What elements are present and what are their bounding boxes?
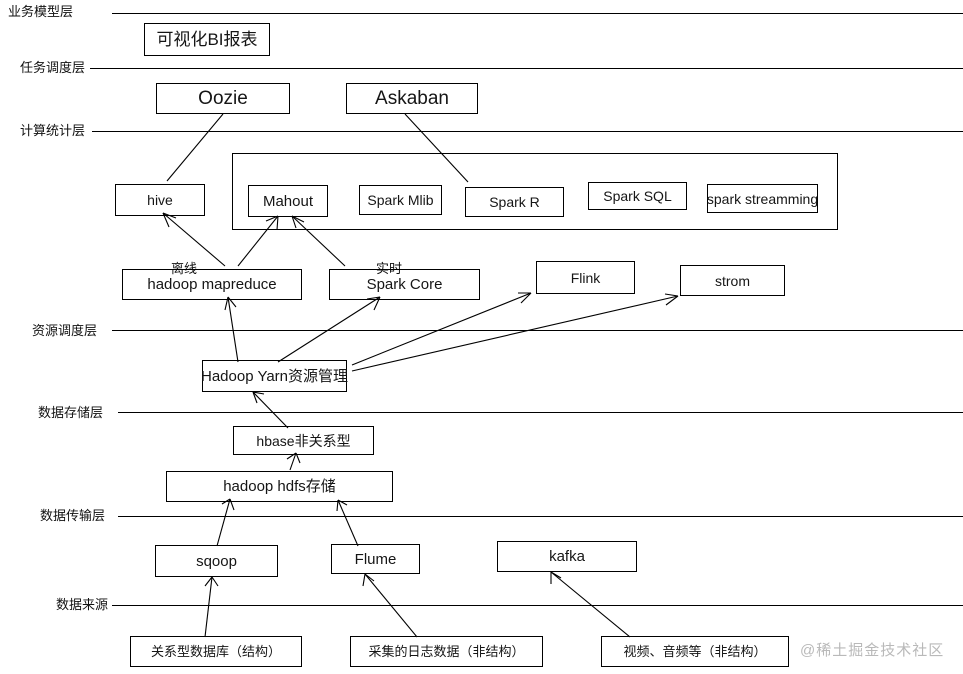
layer-label-data-storage: 数据存储层: [38, 405, 104, 420]
node-source-log-data[interactable]: 采集的日志数据（非结构）: [350, 636, 543, 667]
node-hbase[interactable]: hbase非关系型: [233, 426, 374, 455]
layer-label-business-model: 业务模型层: [8, 4, 74, 19]
node-hive[interactable]: hive: [115, 184, 205, 216]
node-hadoop-yarn[interactable]: Hadoop Yarn资源管理: [201, 360, 348, 392]
divider-resource-schedule: [112, 330, 963, 331]
annotation-realtime: 实时: [376, 261, 403, 276]
compute-group-container: [232, 153, 838, 230]
divider-data-storage: [118, 412, 963, 413]
node-hdfs[interactable]: hadoop hdfs存储: [166, 471, 393, 502]
divider-task-schedule: [90, 68, 963, 69]
node-strom[interactable]: strom: [680, 265, 785, 296]
node-sqoop[interactable]: sqoop: [155, 545, 278, 577]
layer-label-data-source: 数据来源: [56, 597, 109, 612]
node-spark-sql[interactable]: Spark SQL: [588, 182, 687, 210]
node-bi-report[interactable]: 可视化BI报表: [144, 23, 270, 56]
divider-compute-stats: [92, 131, 963, 132]
node-spark-streamming[interactable]: spark streamming: [707, 184, 818, 213]
layer-label-task-schedule: 任务调度层: [20, 60, 86, 75]
node-hadoop-mapreduce[interactable]: hadoop mapreduce: [122, 269, 302, 300]
node-spark-core[interactable]: Spark Core: [329, 269, 480, 300]
node-spark-mlib[interactable]: Spark Mlib: [359, 185, 442, 215]
node-source-media[interactable]: 视频、音频等（非结构）: [601, 636, 789, 667]
layer-label-data-transport: 数据传输层: [40, 508, 106, 523]
node-flume[interactable]: Flume: [331, 544, 420, 574]
divider-data-transport: [118, 516, 963, 517]
watermark-label: @稀土掘金技术社区: [800, 642, 945, 659]
node-askaban[interactable]: Askaban: [346, 83, 478, 114]
layer-label-compute-stats: 计算统计层: [20, 123, 86, 138]
divider-business-model: [112, 13, 963, 14]
node-mahout[interactable]: Mahout: [248, 185, 328, 217]
node-kafka[interactable]: kafka: [497, 541, 637, 572]
annotation-offline: 离线: [171, 261, 198, 276]
divider-data-source: [112, 605, 963, 606]
node-spark-r[interactable]: Spark R: [465, 187, 564, 217]
layer-label-resource-schedule: 资源调度层: [32, 323, 98, 338]
node-source-relational-db[interactable]: 关系型数据库（结构）: [130, 636, 302, 667]
node-oozie[interactable]: Oozie: [156, 83, 290, 114]
node-flink[interactable]: Flink: [536, 261, 635, 294]
